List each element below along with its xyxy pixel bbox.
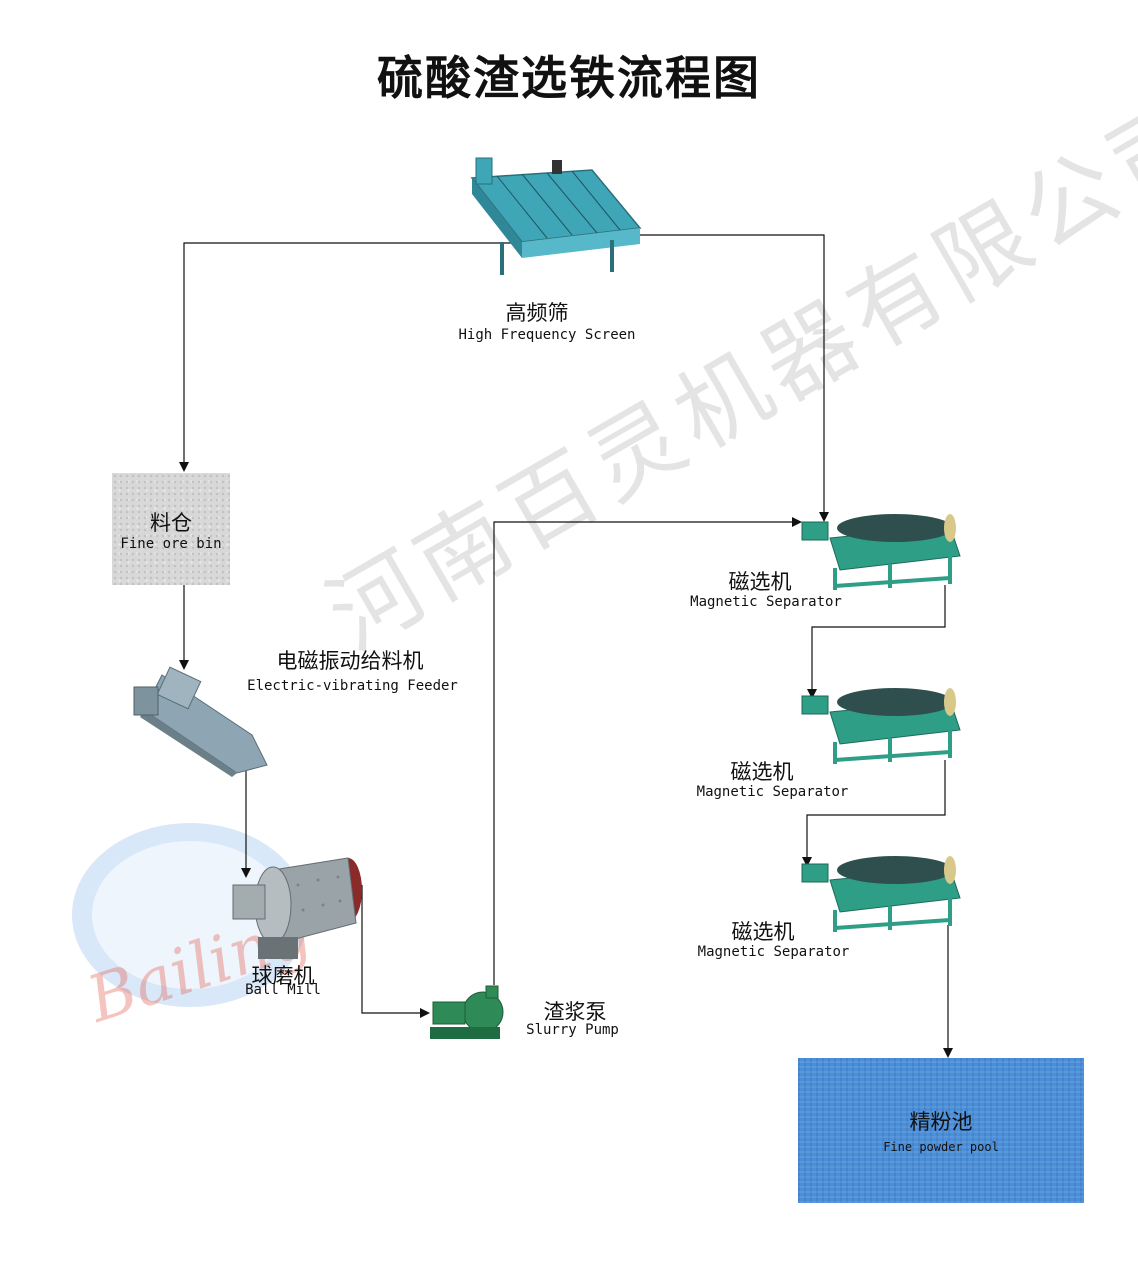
mill-label-en: Ball Mill [245,982,321,998]
feeder-label-zh: 电磁振动给料机 [276,649,424,673]
pump-label-zh: 渣浆泵 [543,1000,607,1024]
magnetic-separator-icon [801,514,961,590]
screen-machine-icon [470,157,642,275]
feeder-label-en: Electric-vibrating Feeder [247,678,458,694]
slurry-pump-icon [430,985,504,1039]
magnetic-separator-icon [801,856,961,932]
screen-label-en: High Frequency Screen [458,327,636,343]
mill-label-zh: 球磨机 [251,964,315,988]
sep1-label-zh: 磁选机 [728,570,792,594]
arrow-pump-to-separator [493,517,802,985]
screen-label-zh: 高频筛 [505,301,569,325]
bin-label-zh: 料仓 [150,511,192,535]
sep2-label-en: Magnetic Separator [696,784,849,800]
pump-label-en: Slurry Pump [526,1022,619,1038]
fine-ore-bin [112,473,230,585]
ball-mill-icon [232,857,362,959]
feeder-machine-icon [133,666,268,777]
pool-label-zh: 精粉池 [909,1110,973,1134]
arrow-screen-to-bin [179,242,515,472]
pool-label-en: Fine powder pool [883,1140,999,1154]
bin-label-en: Fine ore bin [120,536,222,552]
arrow-screen-to-separator [612,234,829,522]
arrow-mill-to-pump [361,885,430,1018]
arrow-sep2-to-sep3 [802,760,946,867]
fine-powder-pool [798,1058,1084,1203]
sep3-label-en: Magnetic Separator [697,944,850,960]
sep2-label-zh: 磁选机 [730,760,794,784]
magnetic-separator-icon [801,688,961,764]
arrow-sep1-to-sep2 [807,585,946,699]
sep1-label-en: Magnetic Separator [690,594,842,610]
sep3-label-zh: 磁选机 [731,920,795,944]
page-title: 硫酸渣选铁流程图 [377,51,761,105]
